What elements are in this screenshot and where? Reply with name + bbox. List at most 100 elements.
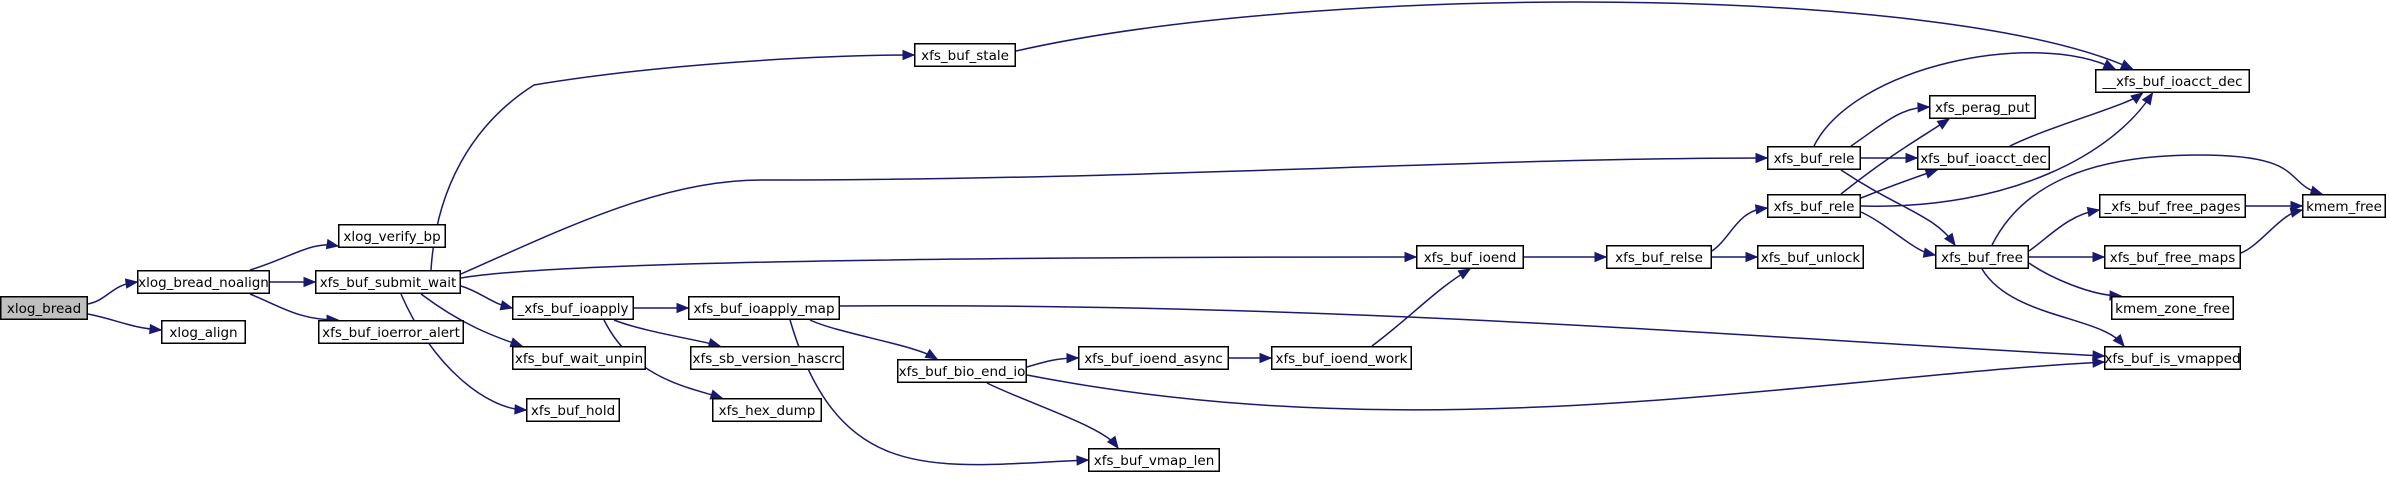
edge-xfs_buf_bio_end_io-to-xfs_buf_is_vmapped: [1026, 357, 2106, 411]
node-xfs-buf-ioacct-dec[interactable]: xfs_buf_ioacct_dec: [1917, 146, 2050, 170]
arrowhead: [303, 276, 317, 288]
node-xfs-sb-version-hascrc[interactable]: xfs_sb_version_hascrc: [690, 346, 844, 370]
node-xfs-buf-ioend-work[interactable]: xfs_buf_ioend_work: [1271, 346, 1412, 370]
node-kmem-free[interactable]: kmem_free: [2302, 194, 2386, 218]
node-xfs-buf-hold[interactable]: xfs_buf_hold: [526, 398, 620, 422]
arrowhead: [1905, 152, 1919, 164]
node-label: xfs_buf_ioerror_alert: [322, 325, 460, 341]
node-box: [1416, 245, 1524, 269]
edge-xfs_buf_rele_a-to-xfs_buf_free: [1840, 169, 1956, 247]
node-label: xfs_sb_version_hascrc: [692, 351, 841, 367]
node-label: xlog_align: [169, 325, 237, 341]
node-box: [897, 359, 1027, 383]
node-box: [1271, 346, 1412, 370]
node-xfs-buf-vmap-len[interactable]: xfs_buf_vmap_len: [1088, 448, 1220, 472]
arrowhead: [676, 302, 690, 314]
node-xfs-buf-rele-b[interactable]: xfs_buf_rele: [1767, 194, 1861, 218]
arrowhead: [499, 300, 514, 311]
edge-xfs_buf_rele_b-to-xfs_buf_free: [1860, 211, 1937, 258]
node-box: [914, 43, 1016, 67]
node-label: xfs_buf_ioacct_dec: [1920, 151, 2047, 167]
node-kmem-zone-free[interactable]: kmem_zone_free: [2111, 296, 2234, 320]
arrowhead: [1076, 455, 1090, 466]
arrowhead: [2130, 92, 2144, 105]
edge-line: [1981, 268, 2125, 347]
edge-xfs_buf_ioapply_map-to-xfs_buf_is_vmapped: [839, 304, 2106, 361]
node-label: xfs_buf_wait_unpin: [515, 351, 643, 367]
node--xfs-buf-free-pages[interactable]: _xfs_buf_free_pages: [2099, 194, 2246, 218]
edge-xfs_buf_rele_a-to-xfs_perag_put: [1850, 102, 1931, 147]
arrowhead: [2092, 350, 2106, 361]
node-xfs-buf-ioend[interactable]: xfs_buf_ioend: [1416, 245, 1524, 269]
node-box: [1929, 95, 2036, 119]
node-label: _xfs_buf_ioapply: [516, 301, 628, 317]
edge-xfs_buf_ioacct_dec-to-__xfs_buf_ioacct_dec: [2009, 92, 2144, 147]
node-xfs-buf-is-vmapped[interactable]: xfs_buf_is_vmapped: [2104, 346, 2241, 370]
node-xfs-buf-ioerror-alert[interactable]: xfs_buf_ioerror_alert: [318, 320, 464, 344]
arrowhead: [1594, 251, 1608, 263]
node-label: xfs_buf_relse: [1615, 250, 1703, 266]
arrowhead: [2086, 206, 2101, 218]
arrowhead: [902, 49, 916, 61]
node-xfs-buf-ioapply-map[interactable]: xfs_buf_ioapply_map: [688, 296, 840, 320]
edge-line: [1813, 52, 2116, 147]
node-xfs-hex-dump[interactable]: xfs_hex_dump: [712, 398, 822, 422]
edge-xfs_buf_free_maps-to-kmem_free: [2240, 207, 2304, 254]
node-label: xlog_bread_noalign: [138, 275, 269, 291]
node-xfs-buf-stale[interactable]: xfs_buf_stale: [914, 43, 1016, 67]
edge-_xfs_buf_ioapply-to-xfs_buf_ioapply_map: [634, 302, 690, 314]
node-xfs-buf-free[interactable]: xfs_buf_free: [1935, 245, 2029, 269]
nodes: xlog_bread xlog_bread_noalign xlog_align xl…: [0, 43, 2386, 472]
edge-xfs_buf_stale-to-__xfs_buf_ioacct_dec: [1015, 1, 2134, 70]
node-label: xlog_bread: [7, 301, 81, 317]
edge-line: [603, 319, 723, 399]
node-xlog-bread-noalign[interactable]: xlog_bread_noalign: [137, 270, 270, 294]
edge-xfs_buf_bio_end_io-to-xfs_buf_ioend_async: [1026, 352, 1080, 368]
edge-xfs_buf_free-to-xfs_buf_free_maps: [2029, 251, 2106, 263]
node-box: [1078, 346, 1229, 370]
node-xfs-buf-free-maps[interactable]: xfs_buf_free_maps: [2104, 245, 2241, 269]
node-label: xfs_buf_ioapply_map: [693, 301, 834, 317]
node-box: [137, 270, 270, 294]
node-xfs-buf-bio-end-io[interactable]: xfs_buf_bio_end_io: [897, 359, 1027, 383]
arrowhead: [1917, 102, 1931, 113]
edge-line: [249, 293, 339, 321]
edge-xfs_buf_rele_b-to-xfs_buf_ioacct_dec: [1860, 168, 1939, 199]
node-xfs-buf-rele-a[interactable]: xfs_buf_rele: [1767, 146, 1861, 170]
node---xfs-buf-ioacct-dec[interactable]: __xfs_buf_ioacct_dec: [2095, 69, 2250, 93]
edge-line: [460, 256, 1417, 279]
node-box: [690, 346, 844, 370]
node-label: xfs_buf_stale: [921, 48, 1009, 64]
node-label: kmem_zone_free: [2115, 301, 2230, 317]
edge-line: [1711, 207, 1768, 252]
node-box: [1767, 194, 1861, 218]
node-xfs-buf-submit-wait[interactable]: xfs_buf_submit_wait: [315, 270, 461, 294]
node-label: xfs_hex_dump: [719, 403, 816, 419]
edge-line: [839, 304, 2105, 357]
edge-xfs_buf_ioend-to-xfs_buf_relse: [1524, 251, 1608, 263]
node--xfs-buf-ioapply[interactable]: _xfs_buf_ioapply: [512, 296, 634, 320]
node-box: [2104, 245, 2241, 269]
node-label: xfs_buf_bio_end_io: [899, 364, 1026, 380]
arrowhead: [1936, 118, 1951, 130]
node-xfs-buf-wait-unpin[interactable]: xfs_buf_wait_unpin: [512, 346, 646, 370]
arrowhead: [1745, 251, 1759, 263]
node-box: [512, 346, 646, 370]
edge-line: [1026, 361, 2105, 411]
node-box: [0, 296, 88, 320]
node-xlog-bread[interactable]: xlog_bread: [0, 296, 88, 320]
node-xlog-align[interactable]: xlog_align: [161, 320, 246, 344]
edge-xlog_bread_noalign-to-xfs_buf_ioerror_alert: [249, 293, 340, 326]
edge-line: [1860, 169, 1938, 199]
node-xlog-verify-bp[interactable]: xlog_verify_bp: [338, 224, 446, 248]
arrowhead: [1066, 352, 1080, 364]
arrowhead: [1404, 251, 1418, 263]
arrowhead: [924, 348, 939, 360]
node-xfs-buf-unlock[interactable]: xfs_buf_unlock: [1757, 245, 1864, 269]
node-box: [688, 296, 840, 320]
node-box: [1088, 448, 1220, 472]
node-xfs-buf-relse[interactable]: xfs_buf_relse: [1606, 245, 1712, 269]
node-xfs-buf-ioend-async[interactable]: xfs_buf_ioend_async: [1078, 346, 1229, 370]
node-xfs-perag-put[interactable]: xfs_perag_put: [1929, 95, 2036, 119]
